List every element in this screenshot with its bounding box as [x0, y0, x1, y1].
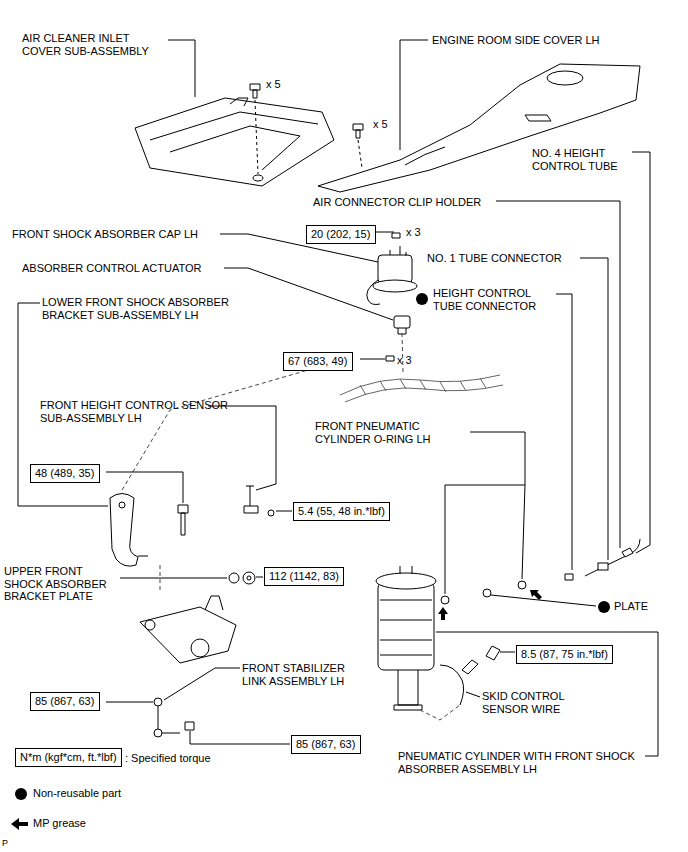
part-name: ENGINE ROOM SIDE COVER LH	[432, 34, 599, 47]
part-name: FRONT HEIGHT CONTROL SENSOR SUB-ASSEMBLY…	[40, 399, 235, 424]
torque-box: 48 (489, 35)	[30, 464, 100, 483]
torque-box: 67 (683, 49)	[283, 352, 353, 371]
shock-absorber-cap	[367, 246, 417, 305]
lower-bracket	[110, 494, 148, 567]
part-name: AIR CLEANER INLET COVER SUB-ASSEMBLY	[22, 32, 152, 57]
figure-code: P	[2, 838, 8, 848]
leader-line	[18, 40, 658, 756]
legend-text: Non-reusable part	[33, 787, 121, 800]
height-control-sensor	[244, 486, 274, 516]
quantity: x 5	[373, 118, 388, 131]
part-name: SKID CONTROL SENSOR WIRE	[482, 690, 600, 715]
torque-value: 85 (867, 63)	[35, 695, 94, 708]
torque-value: 85 (867, 63)	[296, 738, 355, 751]
lower-arm-knuckle	[140, 596, 236, 663]
air-cleaner-cover	[135, 98, 334, 186]
bolt	[392, 233, 400, 238]
torque-value: 8.5 (87, 75 in.*lbf)	[521, 648, 608, 661]
engine-room-side-cover	[318, 64, 640, 192]
torque-box: 112 (1142, 83)	[264, 567, 344, 586]
torque-value: 20 (202, 15)	[311, 228, 370, 241]
bolt	[386, 356, 394, 361]
part-name: LOWER FRONT SHOCK ABSORBER BRACKET SUB-A…	[42, 296, 242, 321]
part-name: PLATE	[614, 600, 648, 613]
torque-box: 5.4 (55, 48 in.*lbf)	[293, 502, 390, 521]
stabilizer-link	[154, 698, 194, 737]
quantity: x 5	[266, 78, 281, 91]
torque-value: 48 (489, 35)	[35, 467, 94, 480]
non-reusable-dot	[416, 293, 610, 613]
assembly-line	[122, 333, 460, 745]
torque-value: 5.4 (55, 48 in.*lbf)	[298, 505, 385, 518]
legend-text: MP grease	[33, 817, 86, 830]
quantity: x 3	[397, 354, 412, 367]
part-name: PNEUMATIC CYLINDER WITH FRONT SHOCK ABSO…	[398, 750, 648, 775]
torque-value: 67 (683, 49)	[288, 355, 347, 368]
part-name: FRONT PNEUMATIC CYLINDER O-RING LH	[315, 420, 465, 445]
part-name: AIR CONNECTOR CLIP HOLDER	[313, 196, 481, 209]
torque-box: 8.5 (87, 75 in.*lbf)	[516, 645, 613, 664]
height-control-tube	[565, 539, 640, 580]
part-name: NO. 1 TUBE CONNECTOR	[427, 252, 562, 265]
o-ring	[441, 581, 526, 604]
part-name: HEIGHT CONTROL TUBE CONNECTOR	[433, 287, 555, 312]
torque-box: N*m (kgf*cm, ft.*lbf)	[15, 748, 122, 767]
part-name: FRONT STABILIZER LINK ASSEMBLY LH	[242, 662, 372, 687]
part-name: UPPER FRONT SHOCK ABSORBER BRACKET PLATE	[4, 565, 116, 603]
torque-value: 112 (1142, 83)	[269, 570, 339, 583]
bolt	[250, 84, 260, 174]
part-name: FRONT SHOCK ABSORBER CAP LH	[12, 228, 198, 241]
legend-text: : Specified torque	[125, 752, 211, 765]
torque-box: 20 (202, 15)	[306, 225, 376, 244]
quantity: x 3	[406, 226, 421, 239]
part-name: ABSORBER CONTROL ACTUATOR	[22, 262, 202, 275]
torque-value: N*m (kgf*cm, ft.*lbf)	[20, 751, 117, 764]
pneumatic-cylinder	[376, 566, 436, 710]
washer	[229, 572, 255, 584]
part-name: NO. 4 HEIGHT CONTROL TUBE	[532, 147, 627, 172]
grease-arrow	[438, 590, 542, 620]
absorber-control-actuator	[394, 316, 410, 334]
legend-symbol	[11, 788, 28, 830]
bolt	[178, 505, 188, 535]
torque-box: 85 (867, 63)	[291, 735, 361, 754]
body-mount	[340, 375, 503, 402]
torque-box: 85 (867, 63)	[30, 692, 100, 711]
bolt	[353, 124, 363, 168]
